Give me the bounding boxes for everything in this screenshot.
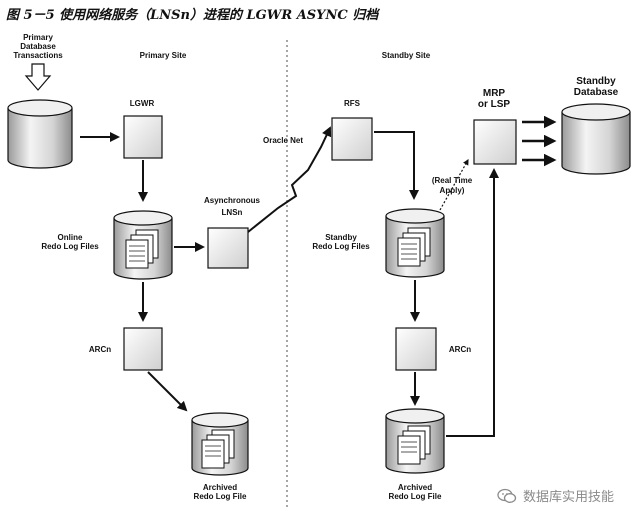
asynchronous-label: Asynchronous — [204, 196, 261, 205]
lnsn-process-box — [207, 227, 249, 269]
mrp-process-box — [473, 119, 517, 165]
arcn-standby-process-box — [395, 327, 437, 371]
svg-text:MRP: MRP — [483, 88, 506, 99]
lgwr-label: LGWR — [130, 99, 155, 108]
wechat-icon — [497, 488, 517, 503]
arcn-primary-process-box — [123, 327, 163, 371]
standby-database-label: Standby Database — [574, 76, 619, 98]
realtime-apply-arrow — [439, 158, 469, 211]
arcn-to-archive-arrow — [147, 371, 188, 412]
svg-text:Standby: Standby — [576, 76, 616, 87]
archived-primary-label: Archived Redo Log File — [194, 483, 247, 501]
realtime-apply-label: (Real Time Apply) — [432, 176, 473, 195]
svg-text:Redo Log File: Redo Log File — [194, 492, 247, 501]
svg-text:Primary: Primary — [23, 33, 53, 42]
lgwr-process-box — [123, 115, 163, 159]
svg-text:Database: Database — [574, 87, 619, 98]
watermark-text: 数据库实用技能 — [522, 490, 614, 505]
svg-text:Online: Online — [58, 233, 83, 242]
svg-text:Archived: Archived — [203, 483, 237, 492]
svg-text:Transactions: Transactions — [13, 51, 63, 60]
standby-redo-log-files-icon — [385, 208, 445, 278]
svg-text:Database: Database — [20, 42, 56, 51]
standby-redo-label: Standby Redo Log Files — [312, 233, 370, 251]
rfs-process-box — [331, 117, 373, 161]
arcn-primary-label: ARCn — [89, 345, 111, 354]
open-down-arrow-icon — [24, 63, 52, 91]
svg-text:Redo Log File: Redo Log File — [389, 492, 442, 501]
svg-text:Standby: Standby — [325, 233, 357, 242]
svg-text:Archived: Archived — [398, 483, 432, 492]
standby-site-title: Standby Site — [382, 51, 431, 60]
lnsn-label: LNSn — [222, 208, 243, 217]
mrp-label: MRP or LSP — [478, 88, 511, 110]
svg-text:(Real Time: (Real Time — [432, 176, 473, 185]
rfs-label: RFS — [344, 99, 361, 108]
standby-database-icon — [561, 103, 631, 175]
svg-text:Redo Log Files: Redo Log Files — [41, 242, 99, 251]
archived-redo-log-standby-icon — [385, 408, 445, 474]
rfs-to-standby-redo-arrow — [374, 131, 419, 200]
arcn-standby-label: ARCn — [449, 345, 471, 354]
svg-text:Apply): Apply) — [440, 186, 465, 195]
archived-redo-log-primary-icon — [191, 412, 249, 476]
online-redo-label: Online Redo Log Files — [41, 233, 99, 251]
primary-transactions-label: Primary Database Transactions — [13, 33, 63, 60]
oracle-net-lightning-icon — [247, 126, 332, 233]
svg-text:or LSP: or LSP — [478, 99, 511, 110]
figure-caption: 图 5－5 使用网络服务（LNSn）进程的 LGWR ASYNC 归档 — [6, 8, 379, 23]
online-redo-log-files-icon — [113, 210, 173, 280]
primary-database-icon — [7, 99, 73, 169]
oracle-net-label: Oracle Net — [263, 136, 303, 145]
watermark: 数据库实用技能 — [497, 486, 614, 505]
primary-site-title: Primary Site — [140, 51, 187, 60]
svg-text:Redo Log Files: Redo Log Files — [312, 242, 370, 251]
archive-to-mrp-arrow — [446, 168, 499, 437]
archived-standby-label: Archived Redo Log File — [389, 483, 442, 501]
